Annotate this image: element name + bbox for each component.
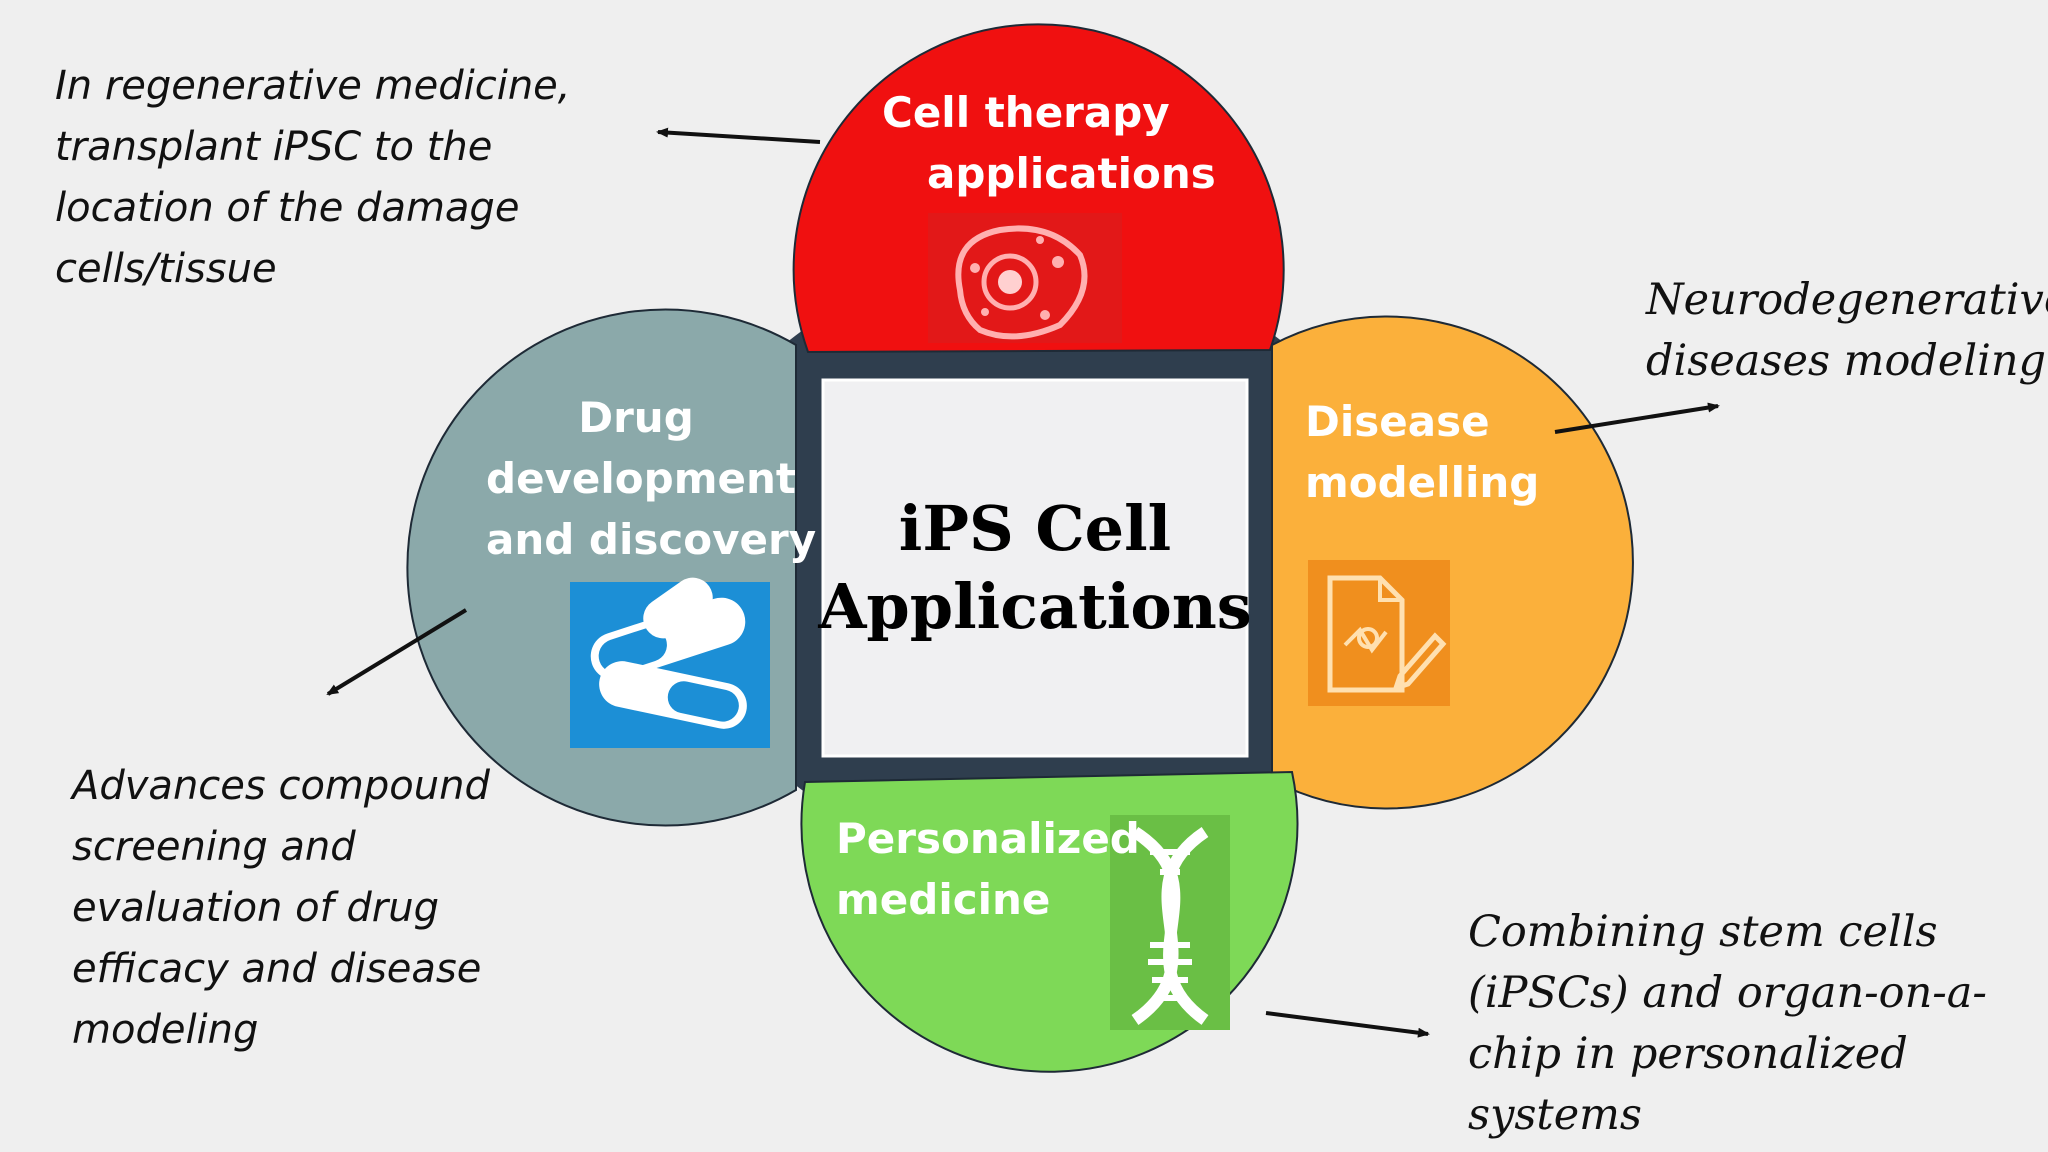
label-disease-line1: Disease: [1305, 397, 1490, 446]
cell-icon: [928, 213, 1122, 343]
note-top-left-line: location of the damage: [55, 185, 520, 231]
note-right: Neurodegenerative diseases modeling: [1646, 270, 2048, 392]
note-bottom-right-line: Combining stem cells: [1468, 907, 1938, 957]
center-title-line2: Applications: [818, 569, 1252, 643]
label-disease-line2: modelling: [1305, 458, 1540, 507]
dna-icon: [1110, 815, 1230, 1030]
note-bottom-left: Advances compound screening and evaluati…: [72, 756, 490, 1061]
arrow-right: [1554, 402, 1720, 434]
arrow-bottom-left: [326, 608, 468, 696]
label-personalized-line1: Personalized: [836, 814, 1140, 863]
note-bottom-left-line: evaluation of drug: [72, 885, 439, 931]
note-top-left-line: In regenerative medicine,: [55, 63, 571, 109]
label-drug-development: Drug development and discovery: [486, 387, 817, 570]
label-drug-line2: development: [486, 454, 796, 503]
arrow-top-left: [656, 127, 821, 144]
note-top-left: In regenerative medicine, transplant iPS…: [55, 56, 571, 300]
pills-icon: [570, 577, 770, 748]
note-top-left-line: cells/tissue: [55, 246, 277, 292]
note-top-left-line: transplant iPSC to the: [55, 124, 493, 170]
note-bottom-left-line: efficacy and disease: [72, 946, 482, 992]
label-cell-therapy: Cell therapy applications: [882, 82, 1216, 204]
note-right-line: diseases modeling: [1646, 336, 2047, 386]
label-drug-line1: Drug: [578, 393, 694, 442]
note-bottom-left-line: modeling: [72, 1007, 259, 1053]
note-bottom-right-line: (iPSCs) and organ-on-a-: [1468, 968, 1987, 1018]
arrow-bottom-right: [1265, 1011, 1430, 1038]
center-title: iPS Cell Applications: [818, 375, 1252, 760]
label-personalized-line2: medicine: [836, 875, 1051, 924]
center-box-inner: [821, 378, 1249, 758]
label-disease-modelling: Disease modelling: [1305, 391, 1539, 513]
note-bottom-right-line: systems: [1468, 1090, 1642, 1140]
note-right-line: Neurodegenerative: [1646, 275, 2048, 325]
note-bottom-right-line: chip in personalized: [1468, 1029, 1908, 1079]
document-pencil-icon: [1308, 560, 1450, 706]
note-bottom-left-line: Advances compound: [72, 763, 490, 809]
note-bottom-left-line: screening and: [72, 824, 356, 870]
note-bottom-right: Combining stem cells (iPSCs) and organ-o…: [1468, 902, 1987, 1146]
petal-cell-therapy: [792, 23, 1285, 354]
label-cell-therapy-line1: Cell therapy: [882, 88, 1170, 137]
center-title-line1: iPS Cell: [898, 491, 1172, 565]
label-cell-therapy-line2: applications: [927, 149, 1216, 198]
label-drug-line3: and discovery: [486, 515, 817, 564]
label-personalized-medicine: Personalized medicine: [836, 808, 1140, 930]
